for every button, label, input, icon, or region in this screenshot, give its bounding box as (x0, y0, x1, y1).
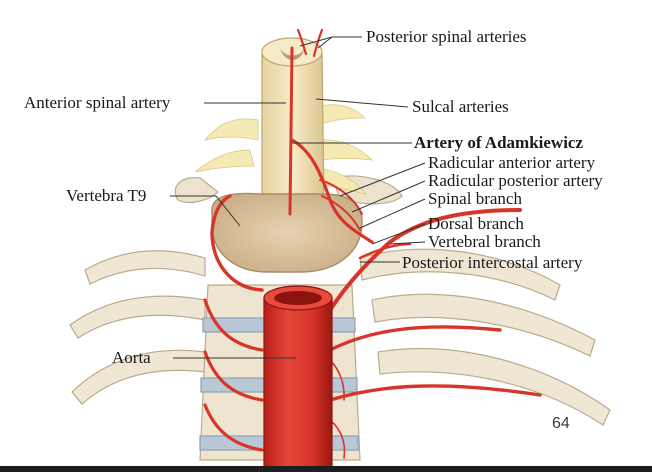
label-dorsal-branch: Dorsal branch (428, 214, 524, 233)
label-spinal-branch: Spinal branch (428, 189, 522, 208)
ribs (69, 248, 611, 426)
page-number: 64 (552, 415, 570, 432)
label-vertebral-branch: Vertebral branch (428, 232, 541, 251)
label-aorta: Aorta (112, 348, 151, 367)
bottom-border (0, 466, 652, 472)
arteries (203, 28, 542, 459)
label-anterior-spinal-artery: Anterior spinal artery (24, 93, 171, 112)
label-posterior-spinal-arteries: Posterior spinal arteries (366, 27, 527, 46)
label-posterior-intercostal-artery: Posterior intercostal artery (402, 253, 583, 272)
aorta-vessel (263, 285, 333, 472)
leader-lines (170, 36, 426, 359)
label-artery-of-adamkiewicz: Artery of Adamkiewicz (414, 133, 584, 152)
label-radicular-anterior-artery: Radicular anterior artery (428, 153, 596, 172)
label-radicular-posterior-artery: Radicular posterior artery (428, 171, 603, 190)
label-sulcal-arteries: Sulcal arteries (412, 97, 509, 116)
nerve-roots (194, 104, 374, 195)
label-vertebra-t9: Vertebra T9 (66, 186, 147, 205)
